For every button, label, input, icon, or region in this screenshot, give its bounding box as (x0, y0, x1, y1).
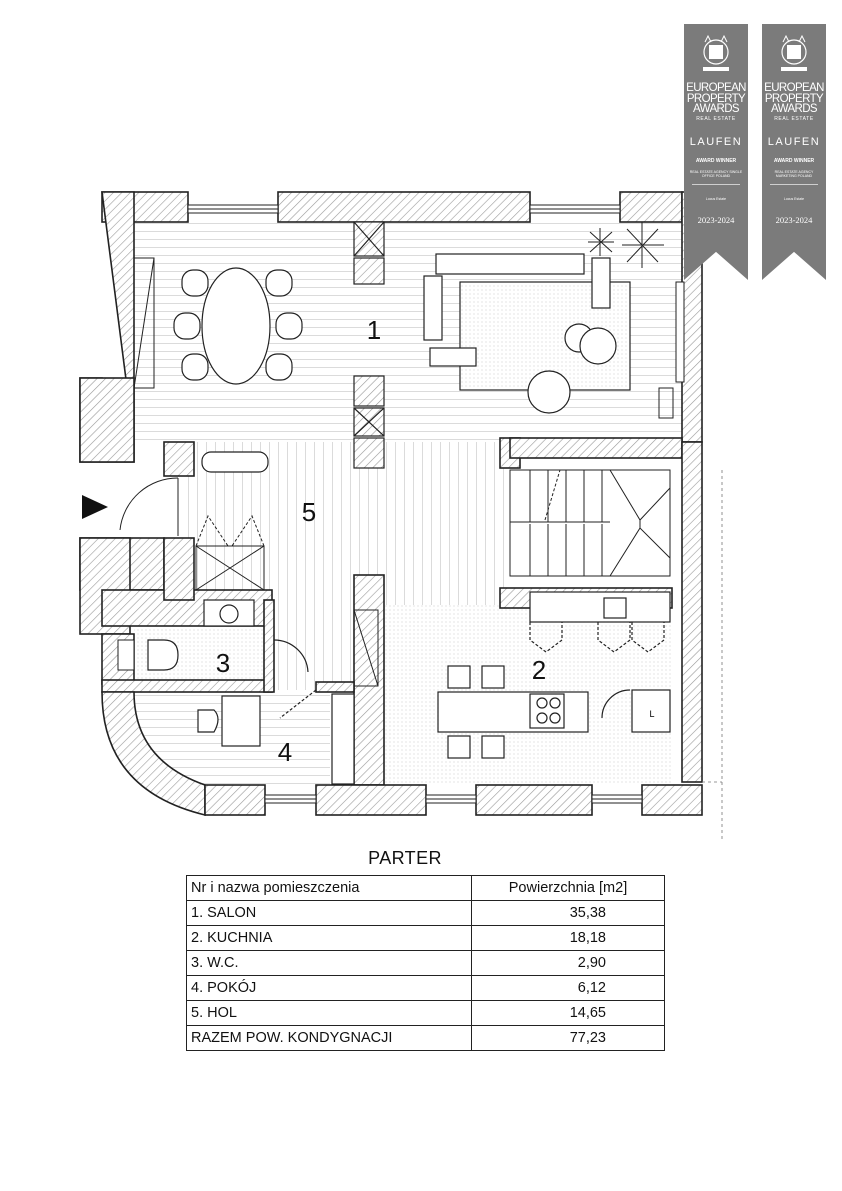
columns (353, 221, 385, 469)
room-name: 4. POKÓJ (186, 975, 472, 1001)
wardrobe (195, 514, 379, 687)
badge-title: EUROPEAN PROPERTY AWARDS (686, 82, 746, 115)
award-badge-2: EUROPEAN PROPERTY AWARDS REAL ESTATE LAU… (762, 24, 826, 280)
staircase (509, 469, 671, 577)
badge-subtitle: REAL ESTATE (774, 115, 814, 122)
crest-icon (703, 34, 729, 71)
cabinet-right (658, 387, 674, 419)
room-area: 14,65 (471, 1000, 665, 1026)
room-area: 18,18 (471, 925, 665, 951)
cabinet-left (133, 257, 155, 389)
room-area: 35,38 (471, 900, 665, 926)
ext-dashed-line (702, 470, 723, 840)
badge-winner: Locus Estate (705, 196, 727, 201)
badge-status: AWARD WINNER (773, 157, 815, 164)
header-area: Powierzchnia [m2] (471, 875, 665, 901)
badge-category: REAL ESTATE AGENCY SINGLE OFFICE POLAND (689, 169, 743, 178)
room-area: 6,12 (471, 975, 665, 1001)
entrance-arrow-icon (82, 495, 108, 519)
crest-icon (781, 34, 807, 71)
badge-winner: Locus Estate (783, 196, 805, 201)
award-badge-1: EUROPEAN PROPERTY AWARDS REAL ESTATE LAU… (684, 24, 748, 280)
total-label: RAZEM POW. KONDYGNACJI (186, 1025, 472, 1051)
sofa (423, 253, 631, 414)
table-row: 4. POKÓJ 6,12 (186, 975, 665, 1001)
badge-divider (692, 183, 740, 185)
room-name: 2. KUCHNIA (186, 925, 472, 951)
room-area: 2,90 (471, 950, 665, 976)
badge-divider (770, 183, 818, 185)
room-label-4: 4 (278, 737, 292, 767)
radiator (201, 451, 269, 473)
table-row: 1. SALON 35,38 (186, 900, 665, 926)
badge-status: AWARD WINNER (695, 157, 737, 164)
table-row: 5. HOL 14,65 (186, 1000, 665, 1026)
kitchen-units (437, 591, 671, 759)
room-label-2: 2 (532, 655, 546, 685)
fridge-label: L (649, 709, 654, 719)
room-name: 3. W.C. (186, 950, 472, 976)
table-row: 2. KUCHNIA 18,18 (186, 925, 665, 951)
floor-title: PARTER (368, 848, 442, 868)
badge-title: EUROPEAN PROPERTY AWARDS (764, 82, 824, 115)
badge-subtitle: REAL ESTATE (696, 115, 736, 122)
room-name: 1. SALON (186, 900, 472, 926)
floor-plan: L 1 2 3 4 5 (79, 191, 723, 840)
area-table: Nr i nazwa pomieszczenia Powierzchnia [m… (186, 875, 665, 1051)
room-name: 5. HOL (186, 1000, 472, 1026)
room-label-3: 3 (216, 648, 230, 678)
table-row: 3. W.C. 2,90 (186, 950, 665, 976)
wc-fixtures (147, 599, 309, 673)
total-area: 77,23 (471, 1025, 665, 1051)
entrance-door[interactable] (119, 477, 179, 536)
plant-icon (588, 222, 664, 268)
badge-years: 2023-2024 (775, 214, 813, 225)
windows (117, 204, 685, 804)
room-4-furniture (197, 689, 355, 785)
table-header-row: Nr i nazwa pomieszczenia Powierzchnia [m… (186, 875, 665, 901)
room-label-5: 5 (302, 497, 316, 527)
badge-years: 2023-2024 (697, 214, 735, 225)
dining-table (173, 267, 303, 385)
header-room: Nr i nazwa pomieszczenia (186, 875, 472, 901)
badge-category: REAL ESTATE AGENCY MARKETING POLAND (774, 169, 814, 178)
badge-sponsor: LAUFEN (767, 135, 821, 148)
room-label-1: 1 (367, 315, 381, 345)
badge-sponsor: LAUFEN (689, 135, 743, 148)
table-total-row: RAZEM POW. KONDYGNACJI 77,23 (186, 1025, 665, 1051)
